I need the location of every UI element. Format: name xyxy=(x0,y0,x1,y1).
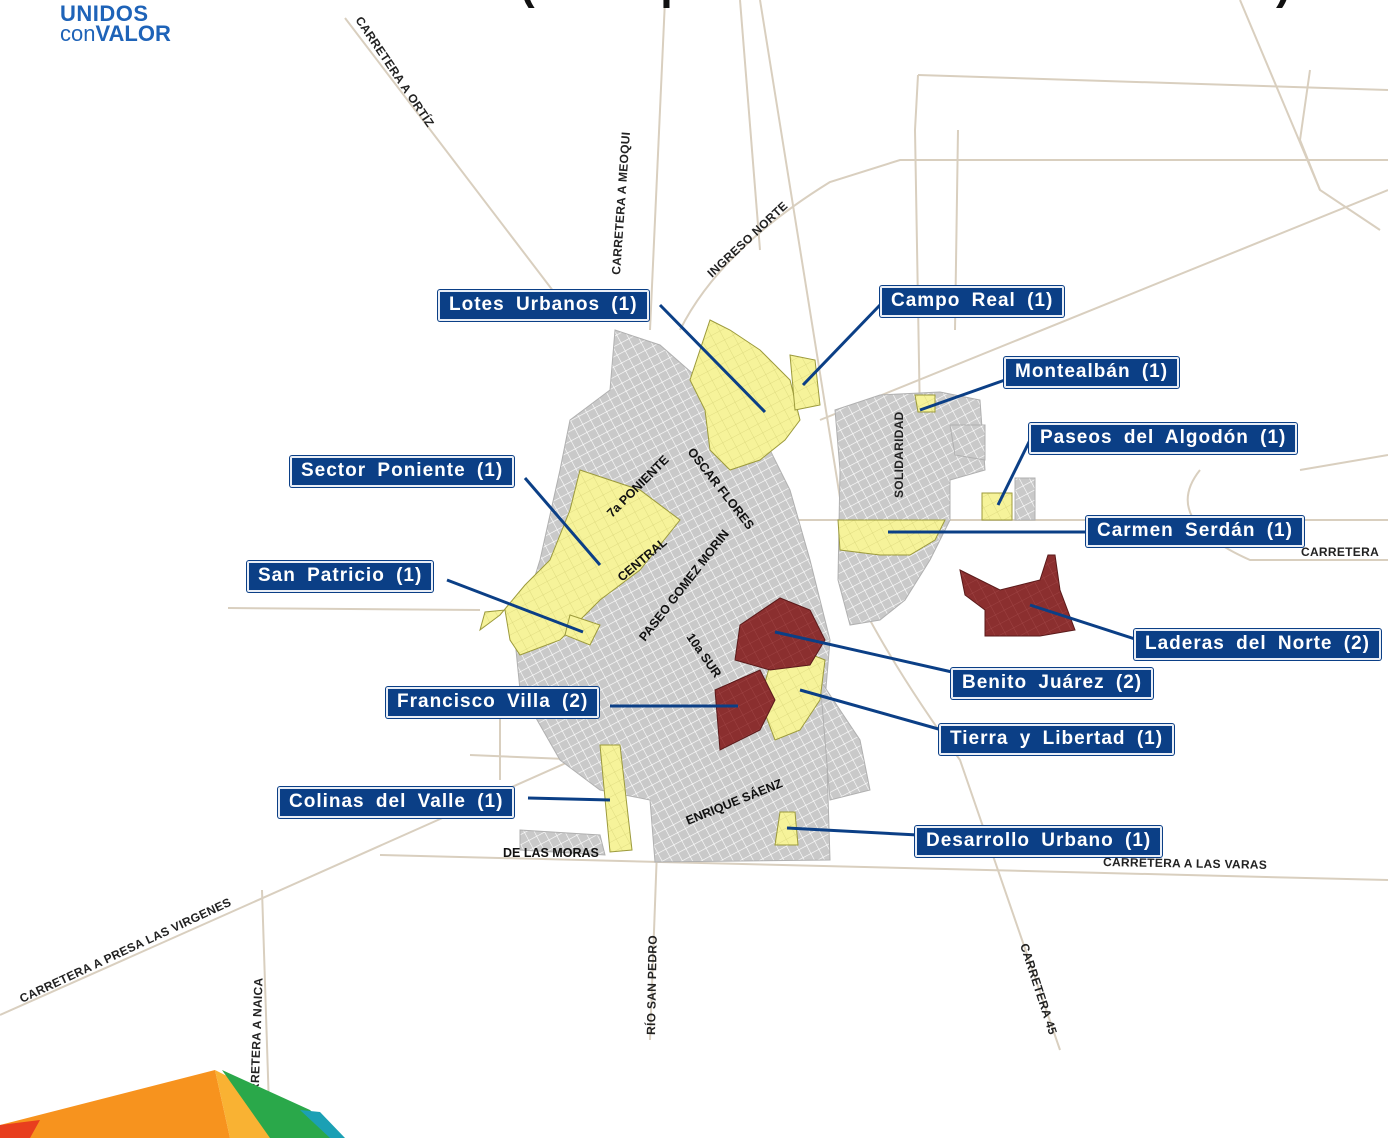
label-benito-juarez: Benito Juárez (2) xyxy=(951,668,1154,699)
road-label-solidaridad: SOLIDARIDAD xyxy=(892,411,906,498)
road-label-ingreso-norte: INGRESO NORTE xyxy=(704,199,790,281)
label-francisco-villa: Francisco Villa (2) xyxy=(386,687,600,718)
leader-tierra-libertad xyxy=(799,688,943,732)
label-carmen-serdan: Carmen Serdán (1) xyxy=(1086,516,1304,547)
zone-paseos-algodon xyxy=(981,492,1013,521)
leader-desarrollo-urbano xyxy=(786,826,919,837)
road-label-carretera-las-varas: CARRETERA A LAS VARAS xyxy=(1103,855,1267,872)
label-colinas-valle: Colinas del Valle (1) xyxy=(278,787,515,818)
label-lotes-urbanos: Lotes Urbanos (1) xyxy=(438,290,649,321)
label-desarrollo-urbano: Desarrollo Urbano (1) xyxy=(915,826,1163,857)
label-tierra-libertad: Tierra y Libertad (1) xyxy=(939,724,1175,755)
road-label-carretera-ortiz: CARRETERA A ORTÍZ xyxy=(353,13,438,130)
zone-desarrollo-urbano xyxy=(774,811,799,846)
logo-valor: VALOR xyxy=(95,21,171,46)
label-laderas-norte: Laderas del Norte (2) xyxy=(1134,629,1381,660)
label-san-patricio: San Patricio (1) xyxy=(247,561,434,592)
label-sector-poniente: Sector Poniente (1) xyxy=(290,456,515,487)
leader-laderas-norte xyxy=(1029,603,1139,642)
leader-campo-real xyxy=(801,303,882,387)
zone-lotes-urbanos xyxy=(689,319,801,471)
zone-francisco-villa xyxy=(714,669,776,751)
label-paseos-algodon: Paseos del Algodón (1) xyxy=(1029,423,1298,454)
road-label-rio-san-pedro: RÍO SAN PEDRO xyxy=(643,935,660,1035)
leader-colinas-valle xyxy=(527,796,611,802)
brand-logo: UNIDOS conVALOR xyxy=(60,1,171,46)
zone-colinas-valle xyxy=(599,744,633,853)
zone-laderas-norte xyxy=(959,554,1076,637)
leader-benito-juarez xyxy=(774,630,953,674)
leader-san-patricio xyxy=(446,578,584,634)
logo-line-2: conVALOR xyxy=(60,21,171,46)
leader-paseos-algodon xyxy=(996,439,1032,506)
road-label-carretera-east: CARRETERA xyxy=(1301,545,1379,559)
street-label-de-las-moras: DE LAS MORAS xyxy=(503,846,599,860)
zone-carmen-serdan xyxy=(837,519,946,556)
leader-montealban xyxy=(919,378,1006,412)
leader-lotes-urbanos xyxy=(658,303,767,414)
zone-sector-poniente xyxy=(479,469,681,656)
road-label-carretera-naica: CARRETERA A NAICA xyxy=(247,977,266,1110)
label-campo-real: Campo Real (1) xyxy=(880,286,1065,317)
leader-sector-poniente xyxy=(523,477,602,566)
label-montealban: Montealbán (1) xyxy=(1004,357,1180,388)
road-label-carretera-45: CARRETERA 45 xyxy=(1017,942,1060,1037)
logo-con: con xyxy=(60,21,96,46)
logo-line-1: UNIDOS xyxy=(60,1,149,26)
road-labels: CARRETERA A ORTÍZ CARRETERA A MEOQUI ING… xyxy=(17,13,1379,1110)
corner-decoration xyxy=(0,1070,345,1138)
zones-one-incident xyxy=(479,319,1013,853)
road-label-carretera-meoqui: CARRETERA A MEOQUI xyxy=(609,131,633,275)
leader-lines xyxy=(446,303,1139,837)
zone-san-patricio xyxy=(564,614,601,646)
page-title: (Principales Colonias de Incidencia) xyxy=(520,0,1320,10)
road-label-carretera-presa: CARRETERA A PRESA LAS VIRGENES xyxy=(17,895,233,1006)
